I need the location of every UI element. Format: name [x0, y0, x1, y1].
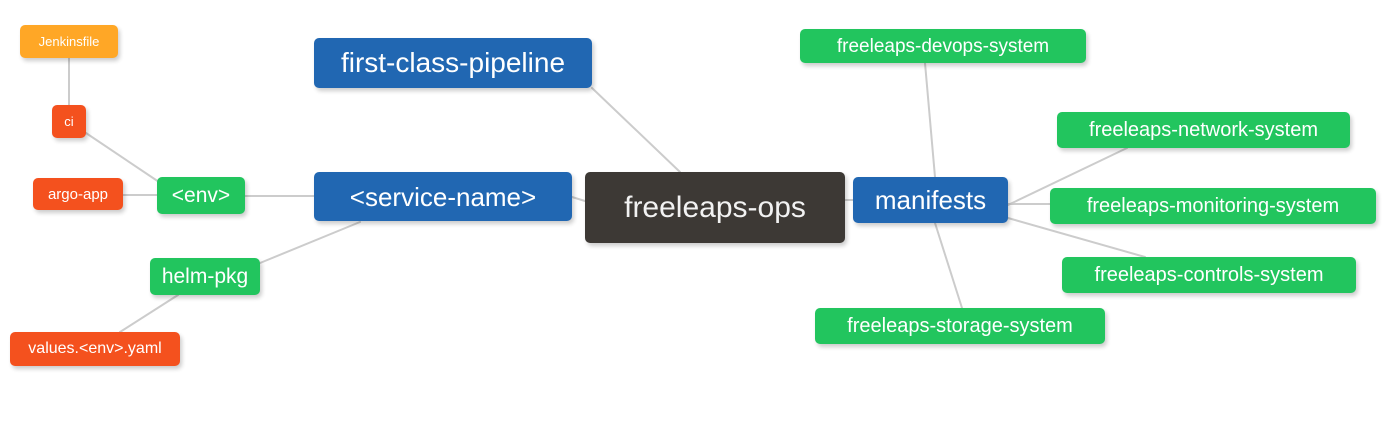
node-label-freeleaps-devops-system: freeleaps-devops-system — [836, 35, 1050, 57]
node-freeleaps-controls-system[interactable]: freeleaps-controls-system — [1062, 257, 1356, 293]
node-first-class-pipeline[interactable]: first-class-pipeline — [314, 38, 592, 88]
node-manifests[interactable]: manifests — [853, 177, 1008, 223]
edge-helmpkg-valuesyaml — [119, 294, 179, 333]
node-label-freeleaps-storage-system: freeleaps-storage-system — [847, 315, 1073, 337]
node-service-name[interactable]: <service-name> — [314, 172, 572, 221]
edge-manifests-storage — [934, 222, 963, 309]
node-label-argo-app: argo-app — [47, 185, 109, 203]
edge-servicename-helmpkg — [259, 221, 361, 264]
node-label-values-yaml: values.<env>.yaml — [28, 340, 162, 357]
edge-pipeline-ops — [591, 87, 681, 173]
node-ci[interactable]: ci — [52, 105, 86, 138]
node-label-ci: ci — [64, 114, 74, 129]
node-label-freeleaps-network-system: freeleaps-network-system — [1089, 119, 1318, 141]
node-label-service-name: <service-name> — [349, 181, 537, 212]
node-helm-pkg[interactable]: helm-pkg — [150, 258, 260, 295]
node-jenkinsfile[interactable]: Jenkinsfile — [20, 25, 118, 58]
node-label-freeleaps-ops: freeleaps-ops — [624, 190, 806, 224]
node-label-first-class-pipeline: first-class-pipeline — [340, 47, 566, 78]
node-label-manifests: manifests — [874, 185, 987, 215]
node-values-yaml[interactable]: values.<env>.yaml — [10, 332, 180, 366]
node-label-freeleaps-controls-system: freeleaps-controls-system — [1094, 264, 1324, 286]
node-freeleaps-devops-system[interactable]: freeleaps-devops-system — [800, 29, 1086, 63]
node-argo-app[interactable]: argo-app — [33, 178, 123, 210]
edge-servicename-ops — [571, 196, 586, 202]
node-freeleaps-monitoring-system[interactable]: freeleaps-monitoring-system — [1050, 188, 1376, 224]
node-label-freeleaps-monitoring-system: freeleaps-monitoring-system — [1086, 195, 1340, 217]
node-label-env: <env> — [171, 184, 231, 207]
node-freeleaps-ops[interactable]: freeleaps-ops — [585, 172, 845, 243]
node-label-jenkinsfile: Jenkinsfile — [38, 34, 100, 49]
edge-manifests-devops — [924, 62, 936, 178]
node-env[interactable]: <env> — [157, 177, 245, 214]
node-label-helm-pkg: helm-pkg — [161, 265, 249, 288]
edge-ci-env — [85, 132, 160, 183]
node-freeleaps-storage-system[interactable]: freeleaps-storage-system — [815, 308, 1105, 344]
node-freeleaps-network-system[interactable]: freeleaps-network-system — [1057, 112, 1350, 148]
